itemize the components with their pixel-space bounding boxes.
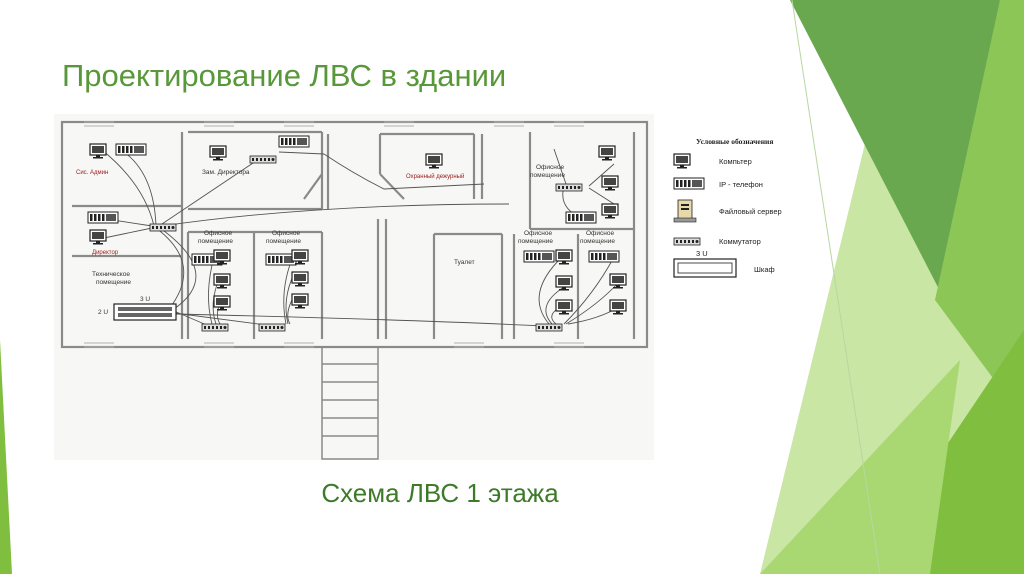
room-label-office-2b: помещение (266, 238, 301, 245)
legend-switch-icon (673, 237, 701, 246)
legend: Условные обозначения Компьтер IP - телеф… (673, 137, 782, 278)
legend-label-rack: Шкаф (754, 265, 775, 274)
legend-computer-icon (673, 153, 691, 170)
room-label-tech-1: Техническое (92, 271, 130, 278)
deco-left-sliver (0, 340, 12, 574)
entrance-stairs (321, 346, 379, 460)
room-label-office-1b: помещение (198, 238, 233, 245)
switch-icon (535, 323, 563, 332)
slide-caption: Схема ЛВС 1 этажа (321, 478, 559, 508)
room-label-office-ne-1: Офисное (536, 164, 564, 171)
room-label-office-3b: помещение (518, 238, 553, 245)
room-label-office-1a: Офисное (204, 230, 232, 237)
legend-label-ip-phone: IP - телефон (719, 180, 763, 189)
legend-ip-phone-icon (673, 177, 705, 190)
switch-icon (258, 323, 286, 332)
room-label-office-4a: Офисное (586, 230, 614, 237)
legend-label-computer: Компьтер (719, 157, 752, 166)
plan-background (54, 114, 654, 460)
legend-rack-icon (673, 258, 737, 278)
ip-phone-icon (523, 250, 555, 263)
room-label-toilet: Туалет (454, 259, 475, 266)
ip-phone-icon (588, 250, 620, 263)
rack-label-3u: 3 U (140, 296, 150, 303)
room-label-sysadmin: Сис. Админ (76, 170, 108, 176)
slide-title: Проектирование ЛВС в здании (62, 58, 507, 93)
switch-icon (201, 323, 229, 332)
legend-title: Условные обозначения (696, 137, 773, 146)
ip-phone-icon (115, 143, 147, 156)
room-label-guard: Охранный дежурный (406, 173, 464, 180)
legend-file-server-icon (673, 199, 697, 223)
legend-label-switch: Коммутатор (719, 237, 761, 246)
rack-label-2u: 2 U (98, 309, 108, 316)
devices (87, 135, 627, 332)
room-label-office-4b: помещение (580, 238, 615, 245)
room-label-tech-2: помещение (96, 279, 131, 286)
room-labels: Сис. Админ Директор Зам. Директора Охран… (76, 164, 615, 316)
switch-icon (555, 183, 583, 192)
room-label-office-3a: Офисное (524, 230, 552, 237)
room-label-office-ne-2: помещение (530, 172, 565, 179)
room-label-deputy: Зам. Директора (202, 169, 250, 176)
deco-mid-triangle (935, 0, 1024, 420)
ip-phone-icon (87, 211, 119, 224)
deco-accent-triangle (760, 360, 960, 574)
building-walls (60, 120, 649, 349)
switch-icon (149, 223, 177, 232)
deco-thin-line (791, 0, 881, 574)
switch-icon (249, 155, 277, 164)
ip-phone-icon (278, 135, 310, 148)
room-label-director: Директор (92, 250, 119, 256)
legend-rack-size: 3 U (696, 249, 708, 258)
window-marks (84, 121, 584, 348)
ip-phone-icon (565, 211, 597, 224)
legend-label-file-server: Файловый сервер (719, 207, 782, 216)
server-rack-2u (113, 303, 177, 321)
room-label-office-2a: Офисное (272, 230, 300, 237)
floor-plan-diagram: Сис. Админ Директор Зам. Директора Охран… (54, 114, 782, 460)
